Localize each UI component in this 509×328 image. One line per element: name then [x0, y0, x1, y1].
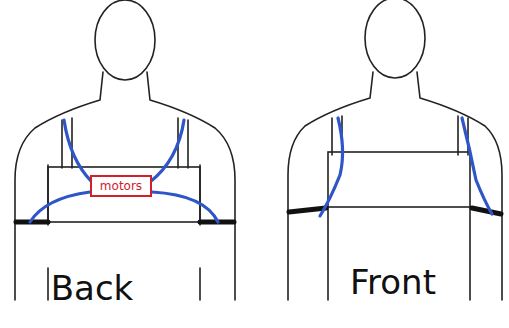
motor-label: motors: [100, 179, 142, 193]
view-label: Front: [350, 262, 436, 302]
view-label: Back: [51, 268, 134, 308]
motor-box: motors: [90, 175, 152, 197]
